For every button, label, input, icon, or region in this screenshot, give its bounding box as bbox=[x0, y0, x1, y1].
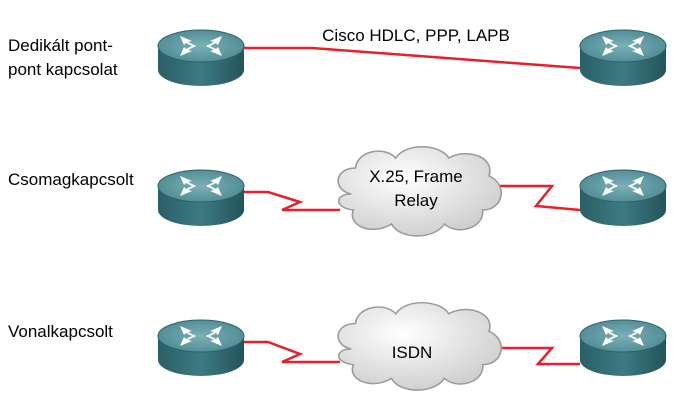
link-circuit-left bbox=[240, 340, 340, 364]
cloud-label-packet-1: X.25, Frame bbox=[369, 167, 463, 186]
link-label-dedicated: Cisco HDLC, PPP, LAPB bbox=[322, 26, 510, 45]
router-icon bbox=[579, 169, 667, 227]
router-icon bbox=[579, 29, 667, 87]
link-packet-left bbox=[240, 190, 340, 212]
router-icon bbox=[579, 319, 667, 377]
link-circuit-right bbox=[496, 346, 580, 366]
label-packet-switched: Csomagkapcsolt bbox=[8, 170, 134, 189]
label-dedicated: Dedikált pont- pont kapcsolat bbox=[8, 36, 118, 79]
cloud-label-circuit: ISDN bbox=[392, 343, 433, 362]
router-icon bbox=[157, 169, 245, 227]
router-icon bbox=[157, 319, 245, 377]
link-packet-right bbox=[496, 184, 581, 212]
label-circuit-switched: Vonalkapcsolt bbox=[8, 322, 113, 341]
router-icon bbox=[157, 29, 245, 87]
cloud-label-packet-2: Relay bbox=[394, 191, 438, 210]
link-dedicated bbox=[240, 46, 581, 70]
